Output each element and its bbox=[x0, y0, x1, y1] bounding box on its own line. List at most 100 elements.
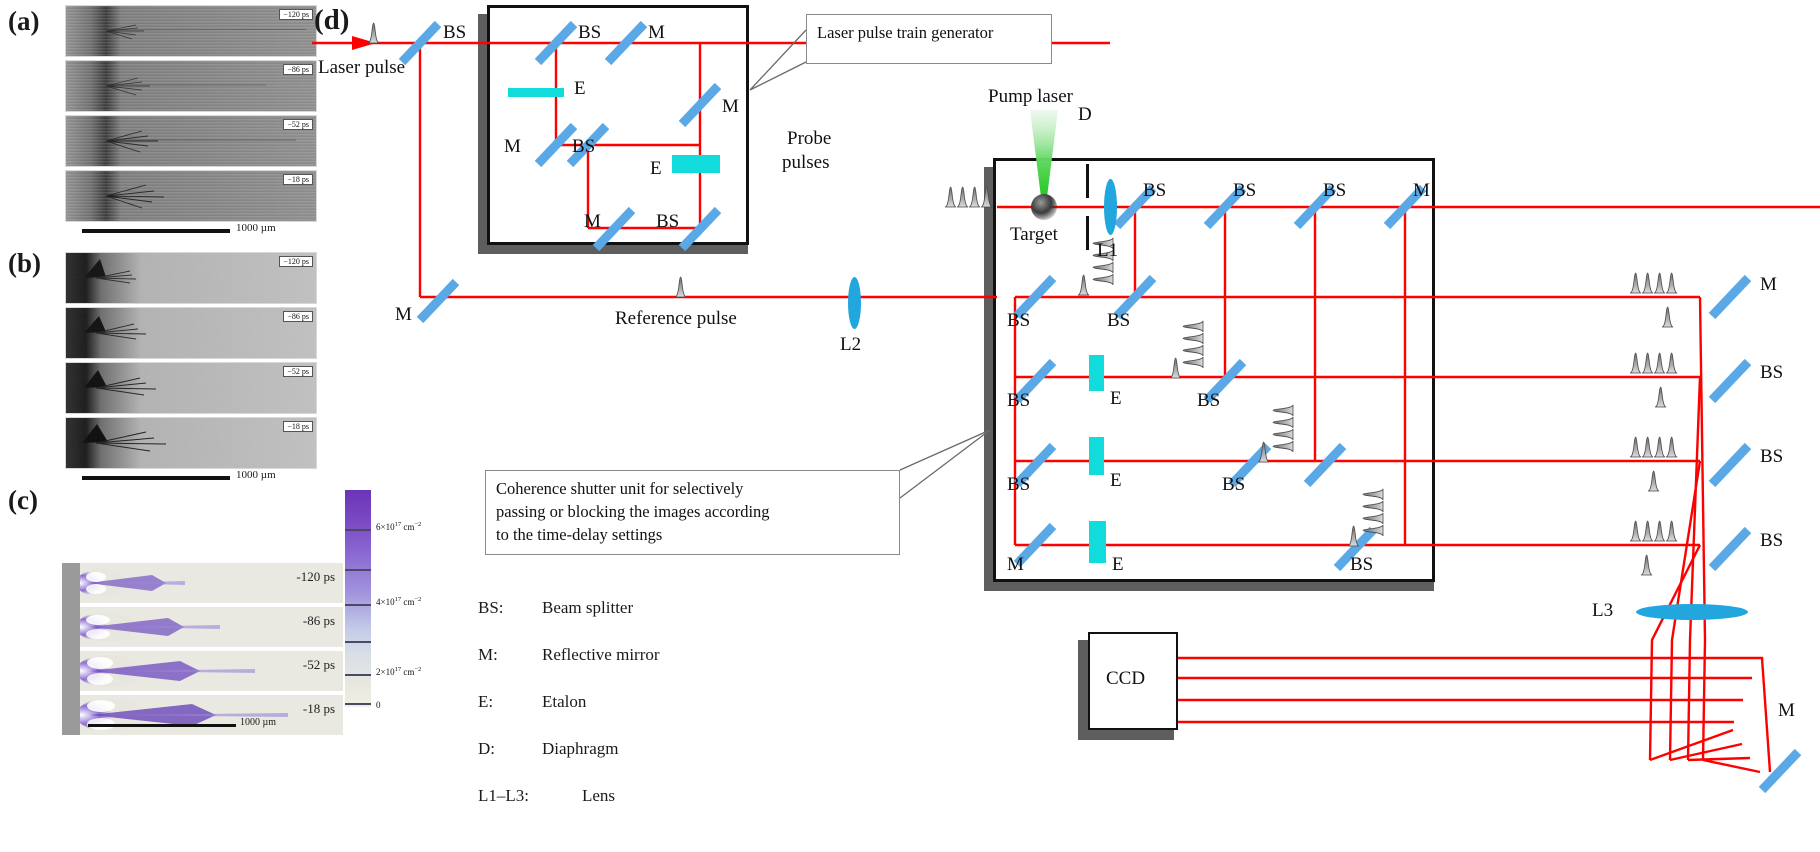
panel-a-frame-1: −120 ps bbox=[65, 5, 317, 57]
bs-label-s6: BS bbox=[1197, 390, 1221, 411]
laser-pulse-label: Laser pulse bbox=[318, 57, 406, 78]
m-label-out-1: M bbox=[1760, 274, 1777, 295]
legend-desc-lens: Lens bbox=[582, 786, 616, 805]
colorbar-tick-label-2e17: 2×1017 cm−2 bbox=[376, 666, 421, 677]
bs-label-s8: BS bbox=[1007, 474, 1031, 495]
frame-time-label: −120 ps bbox=[279, 9, 313, 20]
pulse-train-out-2 bbox=[1630, 353, 1677, 373]
etalon-gen-1 bbox=[508, 88, 564, 97]
lens-l2 bbox=[848, 277, 861, 329]
bs-label-out-2: BS bbox=[1760, 446, 1784, 467]
bs-label-s3: BS bbox=[1323, 180, 1347, 201]
frame-time-label: −120 ps bbox=[279, 256, 313, 267]
panel-d-letter: (d) bbox=[314, 4, 350, 36]
bs-label-out-1: BS bbox=[1760, 362, 1784, 383]
legend-row-d: D: Diaphragm bbox=[478, 739, 618, 759]
coherence-shutter-unit-box bbox=[993, 158, 1435, 582]
callout-shutter-line-1: Coherence shutter unit for selectively bbox=[496, 479, 744, 498]
callout-shutter-line-2: passing or blocking the images according bbox=[496, 502, 770, 521]
bs-label-s9: BS bbox=[1222, 474, 1246, 495]
m-label-s2: M bbox=[1007, 554, 1024, 575]
panel-c-frame-4: -18 ps bbox=[80, 695, 343, 735]
target-label: Target bbox=[1010, 224, 1058, 245]
frame-time-label: −18 ps bbox=[283, 174, 313, 185]
legend-key-lens: L1–L3: bbox=[478, 786, 529, 805]
pulse-glyph-out-2 bbox=[1654, 386, 1667, 408]
panel-c-frame-1: -120 ps bbox=[80, 563, 343, 603]
beamsplitter-out-2 bbox=[1708, 442, 1752, 488]
panel-c-scale-bar bbox=[88, 724, 236, 727]
pulse-train-out-4 bbox=[1630, 521, 1677, 541]
bs-label-gen-1: BS bbox=[578, 22, 602, 43]
legend-key-d: D: bbox=[478, 739, 495, 758]
diaphragm-label: D bbox=[1078, 104, 1092, 125]
colorbar-tick-label-4e17: 4×1017 cm−2 bbox=[376, 596, 421, 607]
legend-desc-d: Diaphragm bbox=[542, 739, 619, 758]
legend-key-m: M: bbox=[478, 645, 498, 664]
lens-l3-label: L3 bbox=[1592, 600, 1614, 621]
panel-c-frame-2: -86 ps bbox=[80, 607, 343, 647]
tick-unit: cm bbox=[403, 667, 415, 677]
frame-time-label: -52 ps bbox=[302, 657, 335, 672]
panel-b-scale-bar bbox=[82, 476, 230, 480]
etalon-gen-2 bbox=[672, 155, 720, 173]
pulse-train-out-3 bbox=[1630, 437, 1677, 457]
bs-label-gen-2: BS bbox=[572, 136, 596, 157]
m-label-gen-4: M bbox=[584, 211, 601, 232]
bs-label-s4: BS bbox=[1007, 310, 1031, 331]
lens-l1-label: L1 bbox=[1097, 240, 1119, 261]
panel-a-frame-2: −86 ps bbox=[65, 60, 317, 112]
legend-desc-bs: Beam splitter bbox=[542, 598, 634, 617]
tick-exponent: 17 bbox=[394, 666, 402, 673]
panel-b-scale-label: 1000 µm bbox=[236, 469, 276, 481]
e-label-gen-1: E bbox=[574, 78, 586, 99]
callout-generator-text: Laser pulse train generator bbox=[817, 23, 994, 42]
colorbar-tick bbox=[345, 674, 371, 676]
frame-time-label: −52 ps bbox=[283, 119, 313, 130]
tick-unit-exponent: −2 bbox=[414, 521, 422, 528]
reference-pulse-label: Reference pulse bbox=[615, 308, 737, 329]
panel-a-frame-4: −18 ps bbox=[65, 170, 317, 222]
pulse-glyph-out-1 bbox=[1661, 306, 1674, 328]
probe-pulses-label-line2: pulses bbox=[782, 152, 830, 173]
e-label-gen-2: E bbox=[650, 158, 662, 179]
panel-b-frame-4: −18 ps bbox=[65, 417, 317, 469]
bs-label-s5: BS bbox=[1107, 310, 1131, 331]
lens-l1 bbox=[1104, 179, 1117, 235]
tick-unit: cm bbox=[403, 597, 415, 607]
lens-l2-label: L2 bbox=[840, 334, 862, 355]
panel-b-letter: (b) bbox=[8, 248, 41, 278]
bs-label-s11: BS bbox=[1350, 554, 1374, 575]
m-label-ccd-fold: M bbox=[1778, 700, 1795, 721]
legend-key-bs: BS: bbox=[478, 598, 504, 617]
pulse-train-out-1 bbox=[1630, 273, 1677, 293]
laser-pulse-train-generator-box bbox=[487, 5, 749, 245]
panel-c-frame-3: -52 ps bbox=[80, 651, 343, 691]
etalon-shutter-3 bbox=[1089, 521, 1106, 563]
colorbar-tick bbox=[345, 604, 371, 606]
bs-label-out-3: BS bbox=[1760, 530, 1784, 551]
tick-unit-exponent: −2 bbox=[414, 596, 422, 603]
frame-time-label: -86 ps bbox=[302, 613, 335, 628]
tick-mantissa: 4×10 bbox=[376, 597, 395, 607]
panel-c-target-wall bbox=[62, 563, 80, 735]
tick-unit: cm bbox=[403, 522, 415, 532]
legend-key-e: E: bbox=[478, 692, 494, 711]
colorbar-tick bbox=[345, 529, 371, 531]
tick-mantissa: 6×10 bbox=[376, 522, 395, 532]
bs-label-s2: BS bbox=[1233, 180, 1257, 201]
panel-a-frame-3: −52 ps bbox=[65, 115, 317, 167]
callout-shutter: Coherence shutter unit for selectively p… bbox=[485, 470, 900, 555]
panel-a-scale-bar bbox=[82, 229, 230, 233]
panel-a-letter: (a) bbox=[8, 6, 40, 36]
ccd-box bbox=[1088, 632, 1178, 730]
panel-b-frame-1: −120 ps bbox=[65, 252, 317, 304]
tick-exponent: 17 bbox=[394, 596, 402, 603]
callout-leaders bbox=[749, 29, 991, 499]
mirror-out-1 bbox=[1708, 274, 1752, 320]
bs-label-s1: BS bbox=[1143, 180, 1167, 201]
ccd-label: CCD bbox=[1106, 668, 1146, 689]
beamsplitter-out-3 bbox=[1708, 526, 1752, 572]
m-label-gen-2: M bbox=[504, 136, 521, 157]
e-label-s3: E bbox=[1112, 554, 1124, 575]
